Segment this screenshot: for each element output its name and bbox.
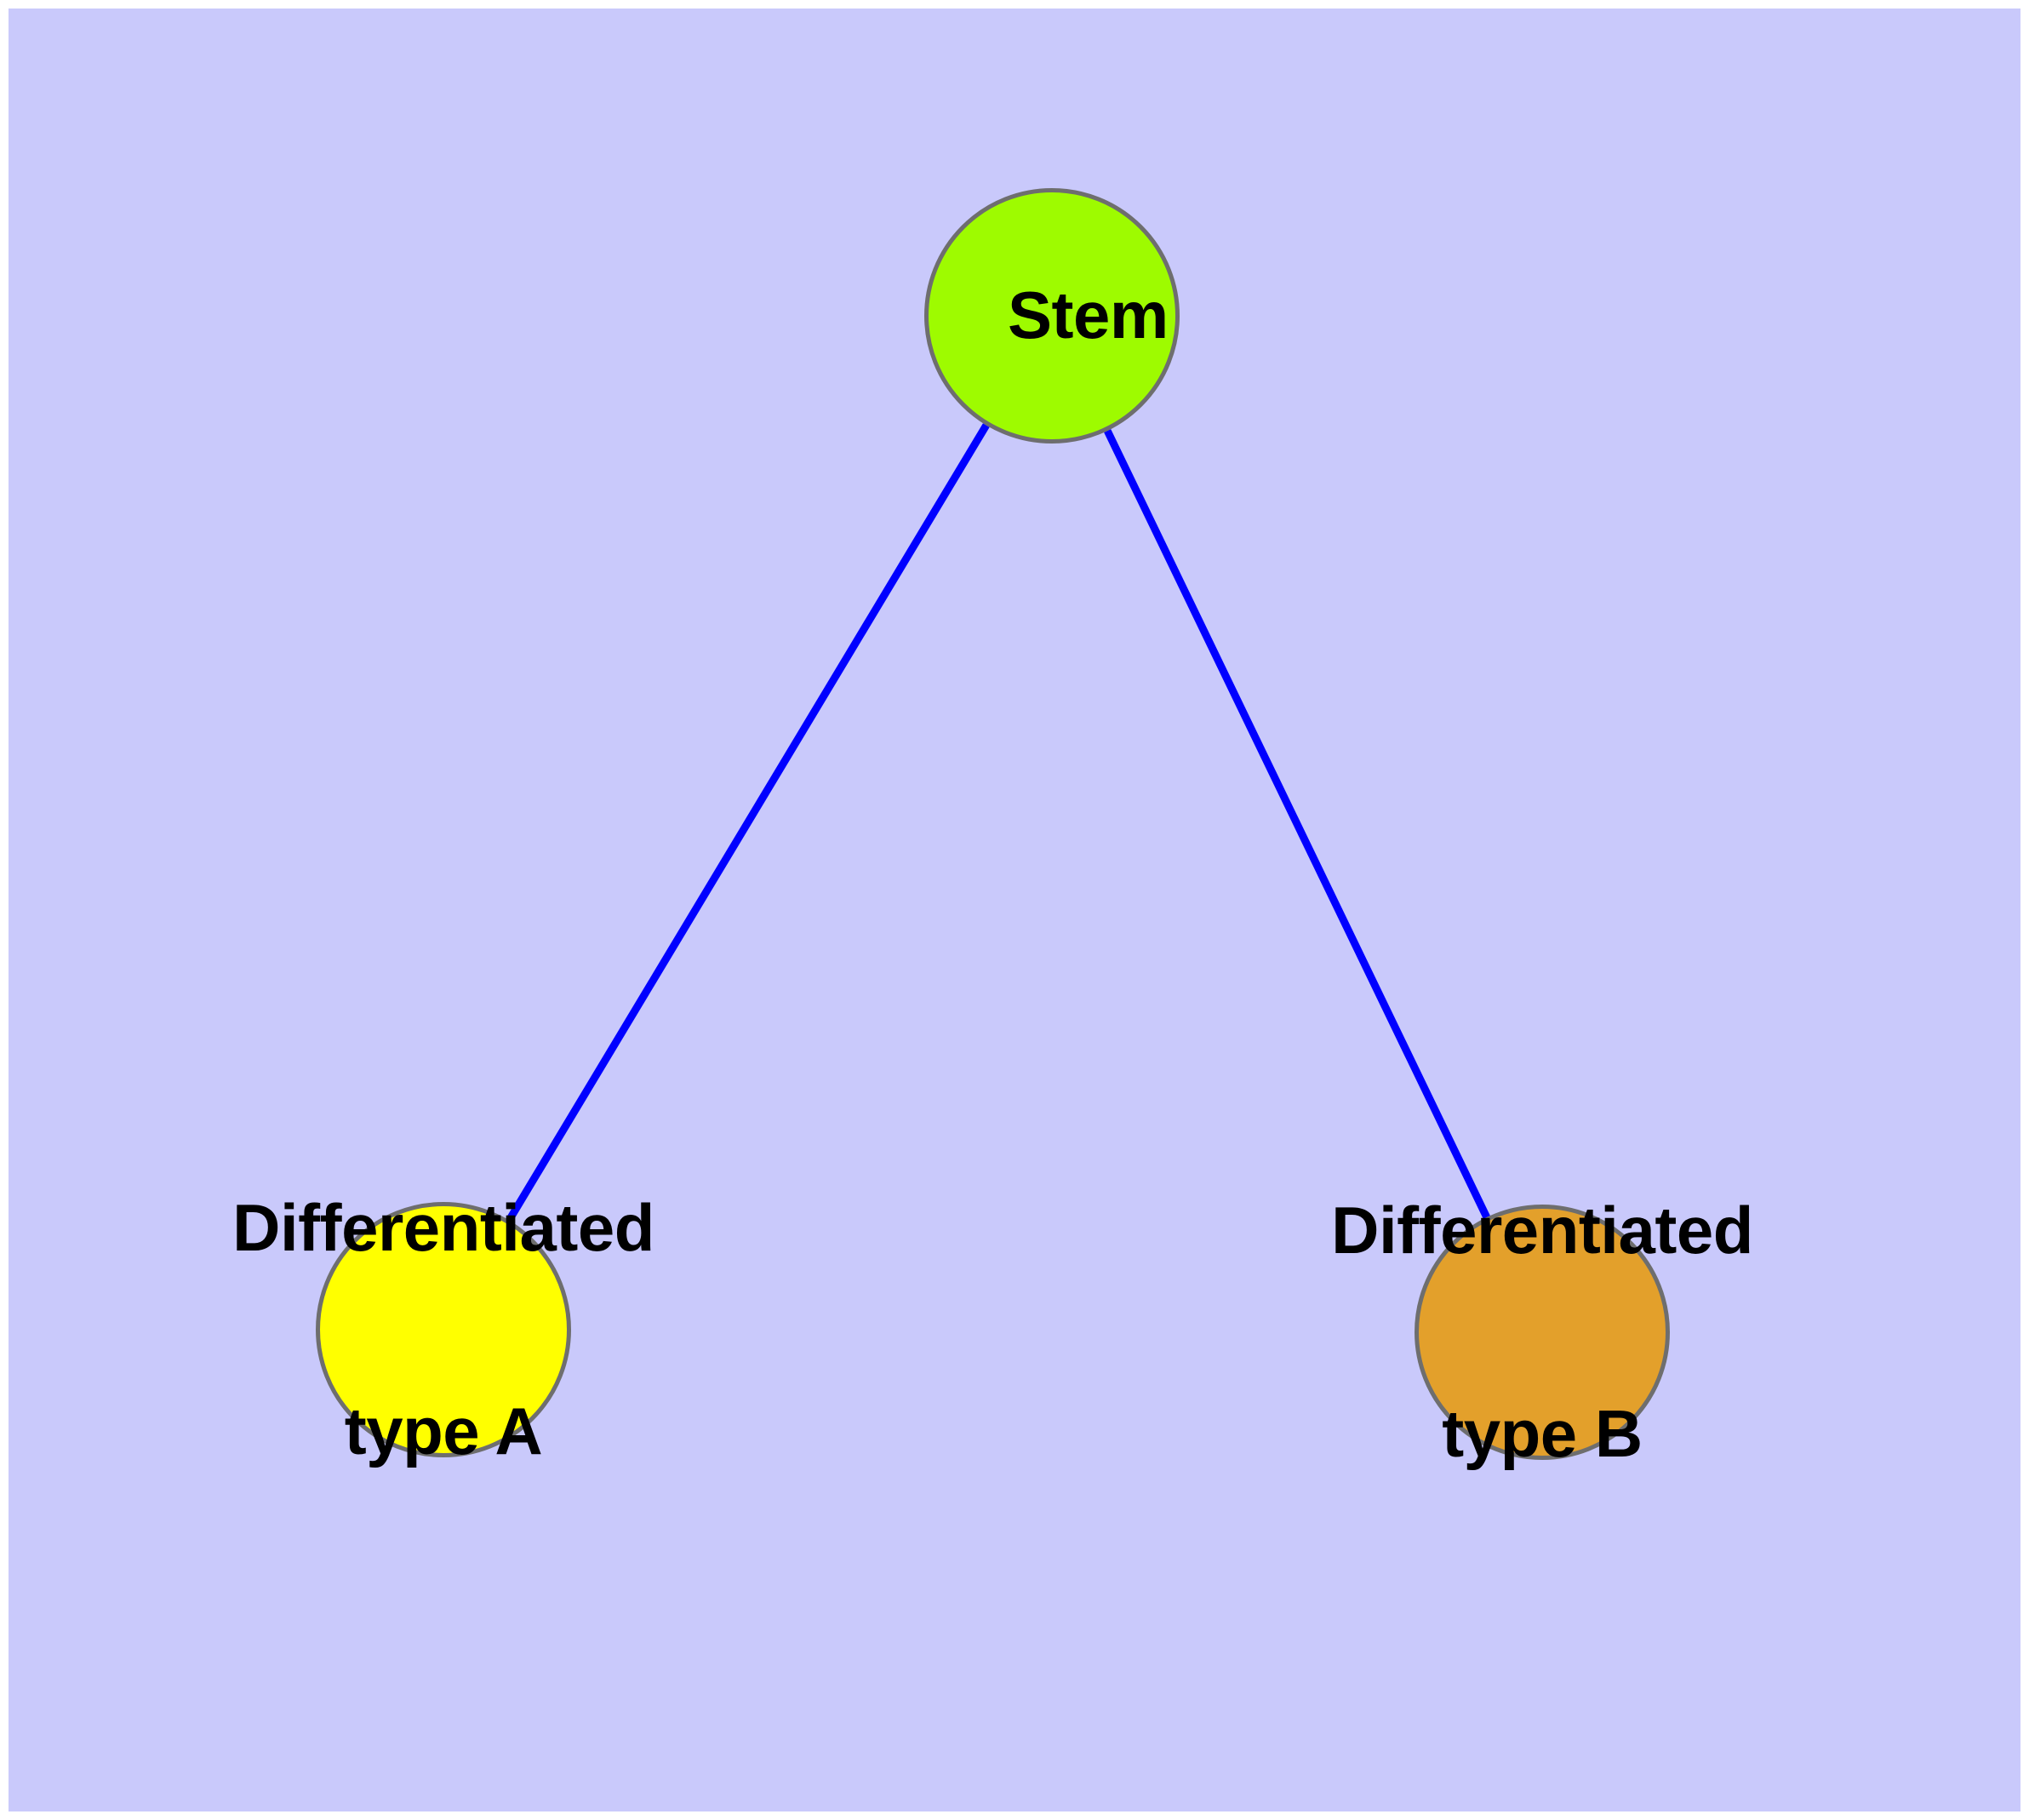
node-stem[interactable] [924,188,1180,444]
node-differentiated-type-b[interactable] [1415,1205,1670,1460]
edge-stem-to-differentiated-type-a [506,423,990,1222]
graph-canvas: Stem Differentiated type A Differentiate… [9,9,2020,1811]
edge-stem-to-differentiated-type-b [1104,429,1490,1219]
node-differentiated-type-a[interactable] [316,1202,571,1457]
